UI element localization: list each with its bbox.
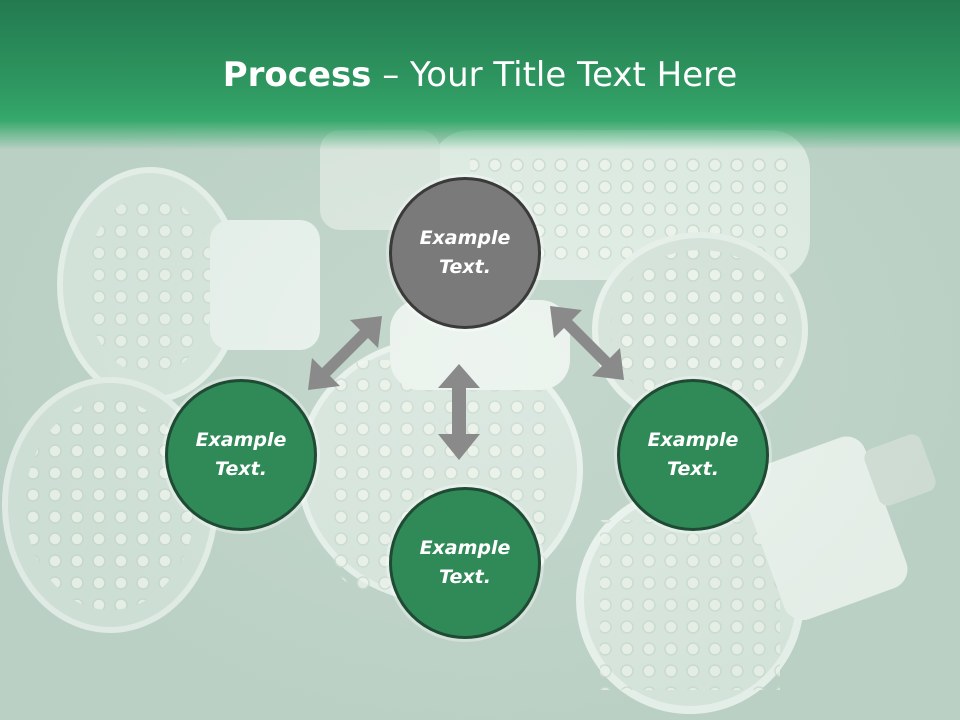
title-bold-text: Process (222, 55, 372, 95)
node-left-text: Example Text. (195, 429, 287, 480)
slide-title: Process – Your Title Text Here (0, 52, 960, 98)
title-bar (0, 0, 960, 150)
title-rest-text: – Your Title Text Here (371, 55, 738, 95)
process-node-right: Example Text. (617, 379, 769, 531)
process-node-top: Example Text. (389, 177, 541, 329)
process-node-bottom: Example Text. (389, 487, 541, 639)
arrow-top-right (550, 306, 624, 380)
node-right-text: Example Text. (647, 429, 739, 480)
node-bottom-text: Example Text. (419, 537, 511, 588)
arrow-vertical (438, 364, 480, 460)
node-top-text: Example Text. (419, 227, 511, 278)
arrow-top-left (308, 316, 382, 390)
process-node-left: Example Text. (165, 379, 317, 531)
